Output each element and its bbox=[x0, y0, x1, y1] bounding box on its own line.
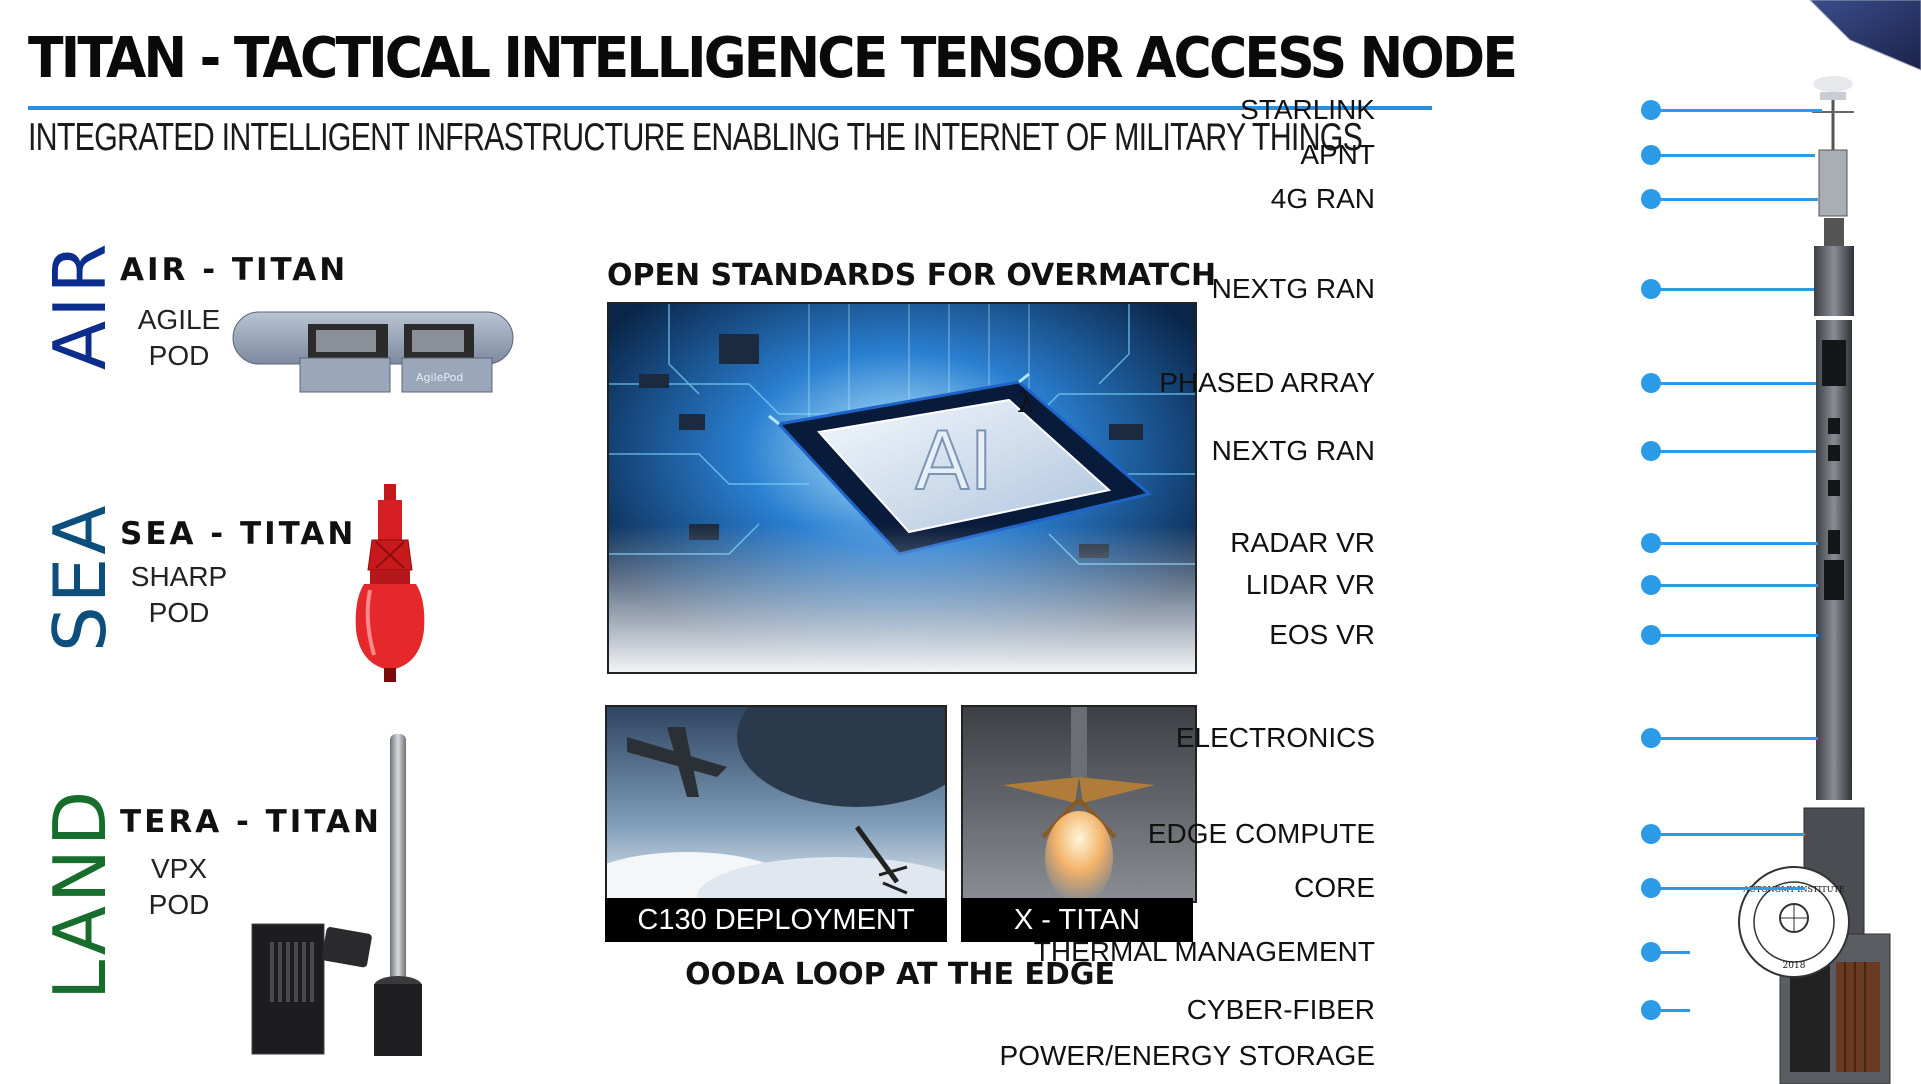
tower-label: STARLINK bbox=[1240, 94, 1375, 125]
callout-dot bbox=[1641, 100, 1661, 120]
page-subtitle: INTEGRATED INTELLIGENT INFRASTRUCTURE EN… bbox=[28, 116, 1363, 159]
callout-line bbox=[1655, 1009, 1690, 1012]
svg-text:AgilePod: AgilePod bbox=[416, 371, 463, 384]
vpx-pod-mast-image bbox=[251, 734, 422, 1056]
callout-line bbox=[1655, 109, 1822, 112]
callout-dot bbox=[1641, 145, 1661, 165]
sea-domain-label: SEA bbox=[38, 502, 122, 652]
tower-label: NEXTG RAN bbox=[1211, 273, 1375, 304]
air-titan-title: AIR - TITAN bbox=[120, 252, 349, 288]
tower-label: THERMAL MANAGEMENT bbox=[1033, 936, 1375, 967]
callout-line bbox=[1655, 634, 1818, 637]
agile-pod-image: AgilePod bbox=[232, 311, 514, 393]
callout-dot bbox=[1641, 189, 1661, 209]
callout-line bbox=[1655, 450, 1816, 453]
callout-line bbox=[1655, 887, 1805, 890]
titan-tower-diagram: AUTONOMY INSTITUTE 2018 bbox=[1738, 0, 1921, 1084]
tower-label: NEXTG RAN bbox=[1211, 435, 1375, 466]
tower-label: APNT bbox=[1300, 139, 1375, 170]
tower-label: CORE bbox=[1294, 872, 1375, 903]
tower-label: POWER/ENERGY STORAGE bbox=[999, 1040, 1375, 1071]
callout-line bbox=[1655, 288, 1814, 291]
tower-label: RADAR VR bbox=[1230, 527, 1375, 558]
callout-dot bbox=[1641, 625, 1661, 645]
callout-dot bbox=[1641, 878, 1661, 898]
x-titan-photo bbox=[961, 705, 1197, 903]
tower-label: LIDAR VR bbox=[1245, 569, 1375, 600]
land-domain-label: LAND bbox=[38, 787, 122, 1000]
svg-text:2018: 2018 bbox=[1783, 961, 1806, 971]
sea-titan-title: SEA - TITAN bbox=[120, 516, 357, 552]
tower-label: PHASED ARRAY bbox=[1159, 367, 1375, 398]
callout-line bbox=[1655, 737, 1818, 740]
callout-line bbox=[1655, 951, 1690, 954]
callout-dot bbox=[1641, 728, 1661, 748]
callout-line bbox=[1655, 833, 1805, 836]
callout-dot bbox=[1641, 441, 1661, 461]
callout-line bbox=[1655, 382, 1816, 385]
title-divider bbox=[28, 106, 1432, 110]
callout-dot bbox=[1641, 1000, 1661, 1020]
callout-dot bbox=[1641, 279, 1661, 299]
open-standards-heading: OPEN STANDARDS FOR OVERMATCH bbox=[607, 258, 1217, 293]
callout-line bbox=[1655, 584, 1818, 587]
x-titan-caption: X - TITAN bbox=[961, 898, 1193, 942]
tower-label: CYBER-FIBER bbox=[1186, 994, 1375, 1025]
tower-label: EDGE COMPUTE bbox=[1147, 818, 1375, 849]
callout-dot bbox=[1641, 942, 1661, 962]
callout-line bbox=[1655, 542, 1818, 545]
c130-deployment-caption: C130 DEPLOYMENT bbox=[605, 898, 947, 942]
page-title: TITAN - TACTICAL INTELLIGENCE TENSOR ACC… bbox=[28, 26, 1518, 91]
sharp-pod-buoy-image bbox=[355, 484, 425, 682]
callout-dot bbox=[1641, 373, 1661, 393]
air-domain-label: AIR bbox=[38, 240, 122, 370]
callout-dot bbox=[1641, 575, 1661, 595]
ai-chip-image: AI λ bbox=[607, 302, 1197, 674]
ooda-loop-heading: OODA LOOP AT THE EDGE bbox=[685, 957, 1115, 992]
c130-deployment-photo bbox=[605, 705, 947, 903]
tera-titan-title: TERA - TITAN bbox=[120, 804, 382, 840]
tower-label: EOS VR bbox=[1269, 619, 1375, 650]
callout-dot bbox=[1641, 533, 1661, 553]
callout-line bbox=[1655, 198, 1818, 201]
tower-label: ELECTRONICS bbox=[1175, 722, 1375, 753]
callout-line bbox=[1655, 154, 1815, 157]
callout-dot bbox=[1641, 824, 1661, 844]
tower-label: 4G RAN bbox=[1270, 183, 1375, 214]
